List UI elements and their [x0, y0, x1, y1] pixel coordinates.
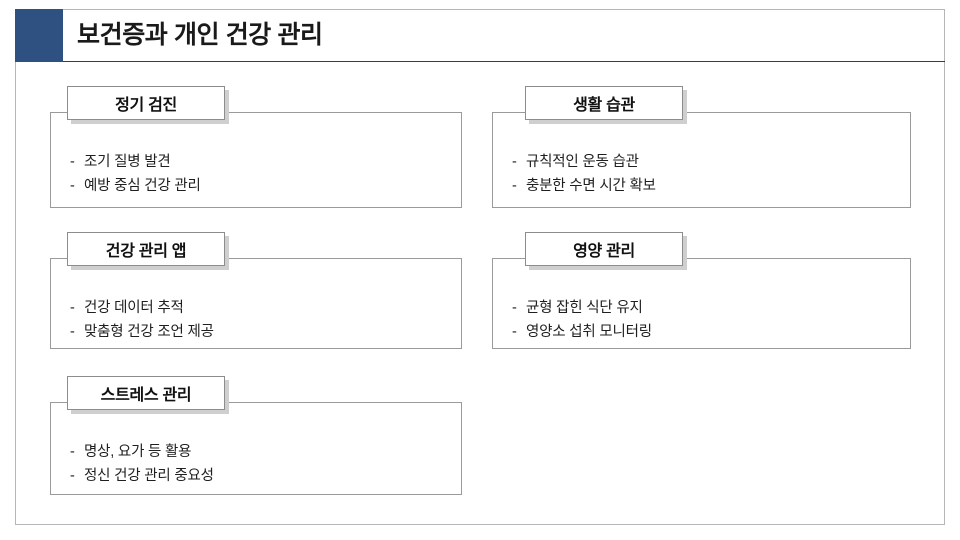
card-bullet-list: -건강 데이터 추적 -맞춤형 건강 조언 제공	[70, 296, 450, 344]
list-item-text: 명상, 요가 등 활용	[84, 444, 192, 460]
card-connector-stub	[50, 258, 68, 259]
list-item: -건강 데이터 추적	[70, 296, 450, 320]
bullet-dash-icon: -	[512, 178, 517, 194]
card-label-box[interactable]: 생활 습관	[525, 86, 683, 120]
card-body	[492, 258, 911, 349]
card-label-text: 건강 관리 앱	[105, 243, 187, 260]
list-item: -영양소 섭취 모니터링	[512, 320, 899, 344]
card-bullet-list: -명상, 요가 등 활용 -정신 건강 관리 중요성	[70, 440, 450, 488]
bullet-dash-icon: -	[512, 154, 517, 170]
bullet-dash-icon: -	[70, 324, 75, 340]
page-title: 보건증과 개인 건강 관리	[77, 21, 323, 49]
list-item-text: 맞춤형 건강 조언 제공	[84, 324, 214, 340]
card-label-box[interactable]: 건강 관리 앱	[67, 232, 225, 266]
card-connector-stub	[50, 112, 68, 113]
list-item: -명상, 요가 등 활용	[70, 440, 450, 464]
card-label-box[interactable]: 정기 검진	[67, 86, 225, 120]
list-item: -맞춤형 건강 조언 제공	[70, 320, 450, 344]
header-divider	[63, 61, 945, 62]
card-생활-습관[interactable]: 생활 습관 -규칙적인 운동 습관 -충분한 수면 시간 확보	[492, 86, 911, 208]
card-건강-관리-앱[interactable]: 건강 관리 앱 -건강 데이터 추적 -맞춤형 건강 조언 제공	[50, 232, 462, 349]
card-connector-stub	[50, 402, 68, 403]
list-item-text: 정신 건강 관리 중요성	[84, 468, 214, 484]
card-body	[50, 112, 462, 208]
bullet-dash-icon: -	[70, 468, 75, 484]
card-label-text: 스트레스 관리	[100, 387, 192, 404]
card-label-text: 생활 습관	[573, 97, 635, 114]
list-item: -정신 건강 관리 중요성	[70, 464, 450, 488]
card-bullet-list: -규칙적인 운동 습관 -충분한 수면 시간 확보	[512, 150, 899, 198]
card-label-box[interactable]: 영양 관리	[525, 232, 683, 266]
list-item: -규칙적인 운동 습관	[512, 150, 899, 174]
card-label-box[interactable]: 스트레스 관리	[67, 376, 225, 410]
card-label-text: 정기 검진	[115, 97, 177, 114]
card-스트레스-관리[interactable]: 스트레스 관리 -명상, 요가 등 활용 -정신 건강 관리 중요성	[50, 376, 462, 495]
slide-header: 보건증과 개인 건강 관리	[15, 9, 945, 62]
accent-bar	[15, 9, 63, 62]
card-connector-stub	[492, 112, 510, 113]
list-item: -예방 중심 건강 관리	[70, 174, 450, 198]
list-item-text: 균형 잡힌 식단 유지	[526, 300, 643, 316]
card-bullet-list: -균형 잡힌 식단 유지 -영양소 섭취 모니터링	[512, 296, 899, 344]
list-item: -조기 질병 발견	[70, 150, 450, 174]
bullet-dash-icon: -	[70, 154, 75, 170]
bullet-dash-icon: -	[512, 300, 517, 316]
list-item-text: 규칙적인 운동 습관	[526, 154, 639, 170]
list-item-text: 예방 중심 건강 관리	[84, 178, 201, 194]
card-label-text: 영양 관리	[573, 243, 635, 260]
list-item: -충분한 수면 시간 확보	[512, 174, 899, 198]
list-item-text: 충분한 수면 시간 확보	[526, 178, 656, 194]
card-body	[50, 402, 462, 495]
bullet-dash-icon: -	[70, 444, 75, 460]
list-item-text: 조기 질병 발견	[84, 154, 171, 170]
card-영양-관리[interactable]: 영양 관리 -균형 잡힌 식단 유지 -영양소 섭취 모니터링	[492, 232, 911, 349]
list-item-text: 건강 데이터 추적	[84, 300, 184, 316]
card-connector-stub	[492, 258, 510, 259]
list-item: -균형 잡힌 식단 유지	[512, 296, 899, 320]
bullet-dash-icon: -	[70, 178, 75, 194]
card-정기-검진[interactable]: 정기 검진 -조기 질병 발견 -예방 중심 건강 관리	[50, 86, 462, 208]
card-body	[492, 112, 911, 208]
card-body	[50, 258, 462, 349]
bullet-dash-icon: -	[70, 300, 75, 316]
card-bullet-list: -조기 질병 발견 -예방 중심 건강 관리	[70, 150, 450, 198]
bullet-dash-icon: -	[512, 324, 517, 340]
list-item-text: 영양소 섭취 모니터링	[526, 324, 652, 340]
